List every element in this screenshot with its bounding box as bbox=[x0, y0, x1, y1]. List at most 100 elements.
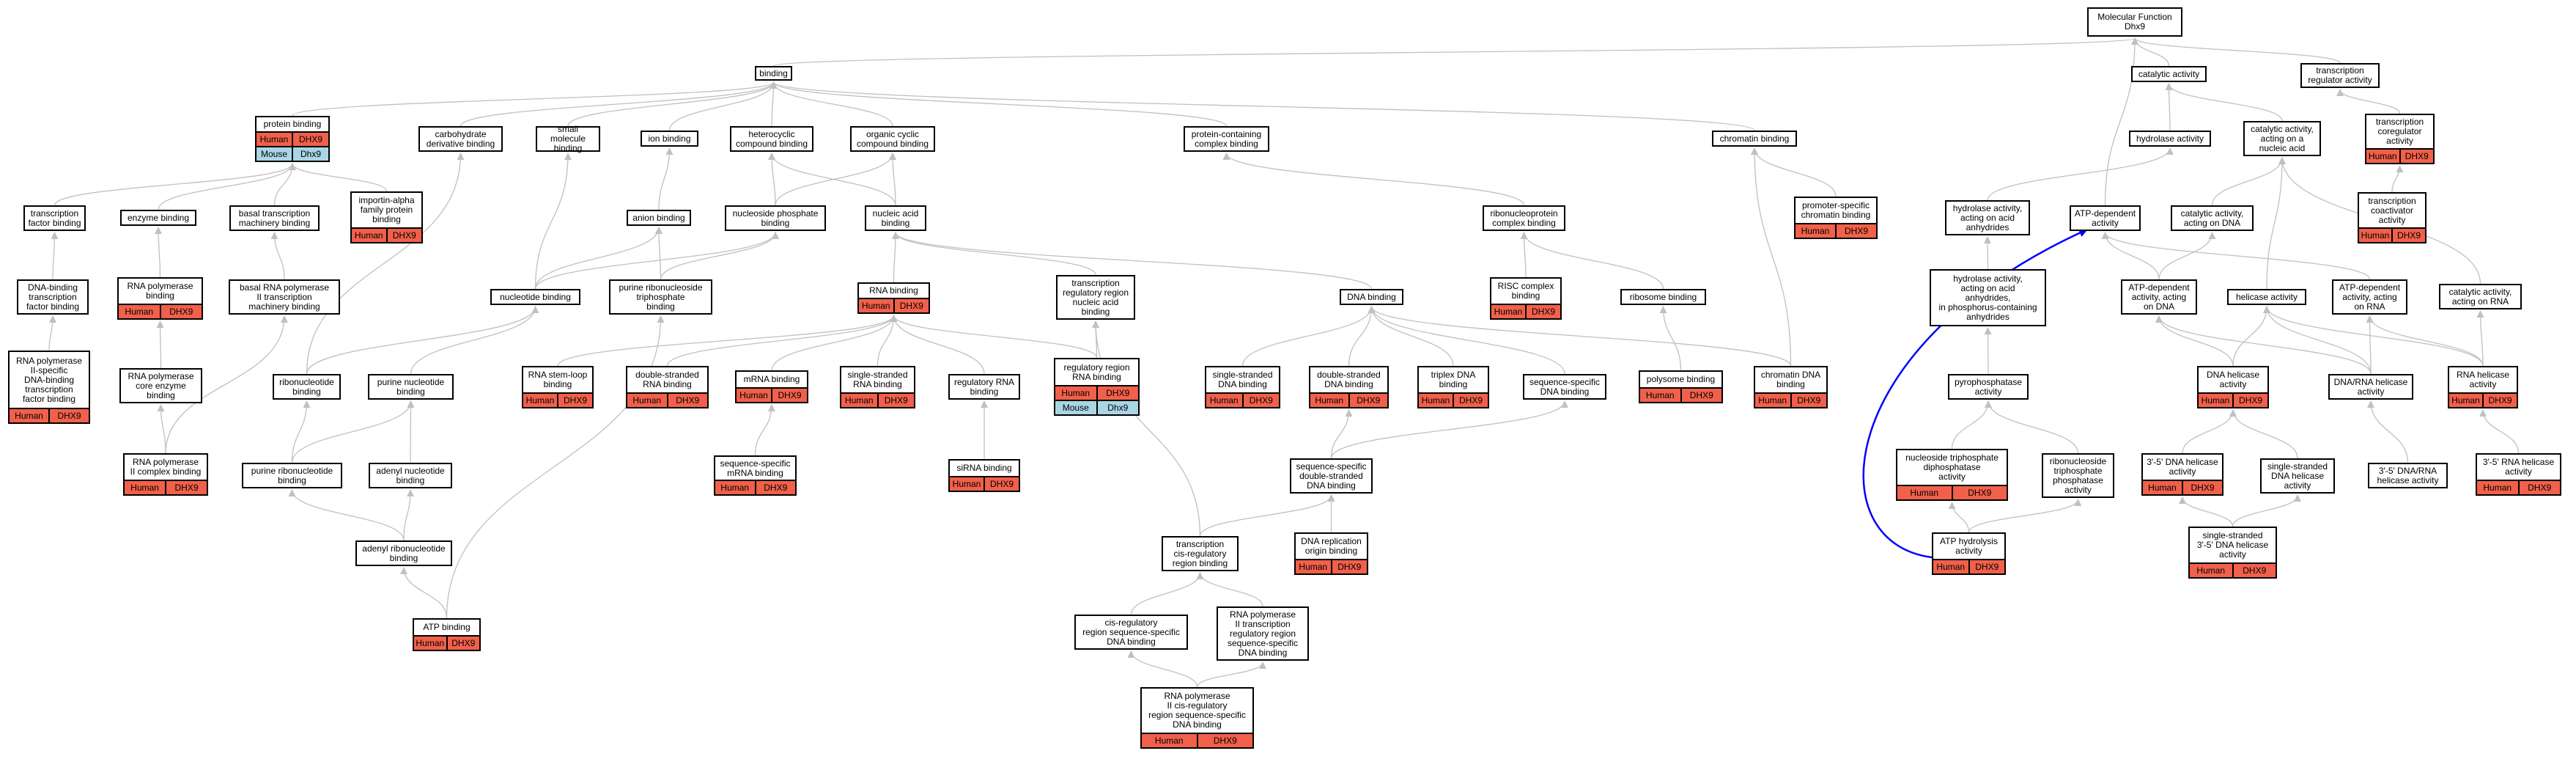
term-node-heterocyclic-compound-binding[interactable]: heterocyclic compound binding bbox=[730, 126, 813, 152]
term-node-catalytic-activity-on-rna[interactable]: catalytic activity, acting on RNA bbox=[2439, 284, 2522, 309]
term-node-transcription-factor-binding[interactable]: transcription factor binding bbox=[23, 205, 86, 231]
term-node-single-stranded-dna-helicase-activity[interactable]: single-stranded DNA helicase activity bbox=[2260, 458, 2335, 494]
term-node-protein-containing-complex-binding[interactable]: protein-containing complex binding bbox=[1184, 126, 1269, 152]
term-node-regulatory-rna-binding[interactable]: regulatory RNA binding bbox=[948, 374, 1020, 400]
term-node-rna-pol-ii-cis-regulatory-region-ssdna-binding[interactable]: RNA polymerase II cis-regulatory region … bbox=[1140, 687, 1254, 749]
term-node-purine-ribonucleotide-binding[interactable]: purine ribonucleotide binding bbox=[242, 463, 342, 488]
term-node-carbohydrate-derivative-binding[interactable]: carbohydrate derivative binding bbox=[418, 126, 503, 152]
edge-nucleotide-binding-to-nucleoside-phosphate-binding bbox=[534, 232, 779, 290]
edge-atp-binding-to-adenyl-ribonucleotide-binding bbox=[400, 567, 448, 619]
term-node-catalytic-activity[interactable]: catalytic activity bbox=[2131, 66, 2207, 82]
term-label: sequence-specific DNA binding bbox=[1529, 376, 1601, 397]
term-node-adenyl-nucleotide-binding[interactable]: adenyl nucleotide binding bbox=[369, 463, 452, 488]
gene-cell: DHX9 bbox=[159, 305, 202, 318]
term-node-ion-binding[interactable]: ion binding bbox=[641, 131, 698, 147]
term-label: catalytic activity, acting on DNA bbox=[2180, 208, 2244, 228]
term-node-organic-cyclic-compound-binding[interactable]: organic cyclic compound binding bbox=[850, 126, 935, 152]
term-node-catalytic-activity-on-dna[interactable]: catalytic activity, acting on DNA bbox=[2171, 205, 2254, 231]
term-node-purine-nucleotide-binding[interactable]: purine nucleotide binding bbox=[368, 374, 454, 400]
term-node-dna-binding-tf-binding[interactable]: DNA-binding transcription factor binding bbox=[17, 279, 89, 315]
term-node-hydrolase-activity-phosphorus-anhydrides[interactable]: hydrolase activity, acting on acid anhyd… bbox=[1930, 269, 2046, 326]
term-label: single-stranded DNA binding bbox=[1212, 370, 1273, 389]
term-node-enzyme-binding[interactable]: enzyme binding bbox=[120, 210, 196, 226]
term-node-atp-dependent-activity[interactable]: ATP-dependent activity bbox=[2070, 205, 2141, 231]
term-node-adenyl-ribonucleotide-binding[interactable]: adenyl ribonucleotide binding bbox=[355, 540, 452, 566]
edge-atp-dependent-activity-to-mf-root bbox=[2104, 37, 2138, 206]
term-node-atp-dependent-activity-on-dna[interactable]: ATP-dependent activity, acting on DNA bbox=[2121, 279, 2197, 315]
term-node-transcription-regulatory-region-nucleic-acid-binding[interactable]: transcription regulatory region nucleic … bbox=[1056, 275, 1135, 320]
term-node-transcription-cis-regulatory-region-binding[interactable]: transcription cis-regulatory region bind… bbox=[1162, 536, 1239, 571]
term-node-atp-dependent-activity-on-rna[interactable]: ATP-dependent activity, acting on RNA bbox=[2332, 279, 2407, 315]
term-node-purine-ribonucleoside-triphosphate-binding[interactable]: purine ribonucleoside triphosphate bindi… bbox=[609, 279, 712, 315]
term-label: DNA/RNA helicase activity bbox=[2333, 376, 2408, 397]
term-node-pyrophosphatase-activity[interactable]: pyrophosphatase activity bbox=[1948, 374, 2029, 400]
term-node-rna-pol-ii-specific-dna-binding-tf-binding[interactable]: RNA polymerase II-specific DNA-binding t… bbox=[8, 351, 90, 424]
term-node-basal-rna-pol-ii-tmb[interactable]: basal RNA polymerase II transcription ma… bbox=[229, 279, 340, 315]
term-node-dna-binding[interactable]: DNA binding bbox=[1340, 289, 1403, 305]
term-node-nucleotide-binding[interactable]: nucleotide binding bbox=[490, 289, 580, 305]
term-label: hydrolase activity, acting on acid anhyd… bbox=[1938, 273, 2037, 322]
term-node-nucleic-acid-binding[interactable]: nucleic acid binding bbox=[865, 205, 926, 231]
term-node-binding[interactable]: binding bbox=[755, 66, 792, 81]
term-node-ribonucleotide-binding[interactable]: ribonucleotide binding bbox=[273, 374, 341, 400]
term-node-mf-root[interactable]: Molecular Function Dhx9 bbox=[2087, 7, 2182, 37]
term-node-nucleoside-triphosphate-diphosphatase-activity[interactable]: nucleoside triphosphate diphosphatase ac… bbox=[1896, 449, 2008, 501]
term-node-three-five-dna-rna-helicase-activity[interactable]: 3'-5' DNA/RNA helicase activity bbox=[2368, 463, 2448, 488]
term-node-ribonucleoprotein-complex-binding[interactable]: ribonucleoprotein complex binding bbox=[1483, 205, 1565, 231]
term-label: purine nucleotide binding bbox=[377, 376, 445, 397]
edge-rna-polymerase-core-enzyme-binding-to-rna-polymerase-binding bbox=[156, 320, 164, 369]
term-label: helicase activity bbox=[2235, 291, 2298, 302]
term-node-rna-polymerase-core-enzyme-binding[interactable]: RNA polymerase core enzyme binding bbox=[119, 368, 202, 403]
term-node-nucleoside-phosphate-binding[interactable]: nucleoside phosphate binding bbox=[725, 205, 826, 231]
term-node-transcription-regulator-activity[interactable]: transcription regulator activity bbox=[2300, 63, 2380, 88]
term-node-dna-rna-helicase-activity[interactable]: DNA/RNA helicase activity bbox=[2328, 374, 2413, 400]
term-node-small-molecule-binding[interactable]: small molecule binding bbox=[536, 125, 600, 153]
term-node-rna-pol-ii-transcription-regulatory-region-ssdna-binding[interactable]: RNA polymerase II transcription regulato… bbox=[1217, 606, 1309, 661]
term-label: sequence-specific double-stranded DNA bi… bbox=[1296, 461, 1367, 491]
term-node-single-stranded-3-5-dna-helicase-activity[interactable]: single-stranded 3'-5' DNA helicase activ… bbox=[2188, 527, 2277, 579]
term-node-anion-binding[interactable]: anion binding bbox=[627, 210, 691, 226]
edge-rna-helicase-activity-to-catalytic-activity-on-rna bbox=[2476, 310, 2484, 367]
term-node-helicase-activity[interactable]: helicase activity bbox=[2227, 289, 2306, 305]
term-node-catalytic-activity-on-nucleic-acid[interactable]: catalytic activity, acting on a nucleic … bbox=[2243, 121, 2321, 156]
edge-protein-binding-to-binding bbox=[292, 81, 778, 117]
term-node-chromatin-binding[interactable]: chromatin binding bbox=[1712, 131, 1797, 147]
term-node-hydrolase-activity-on-acid-anhydrides[interactable]: hydrolase activity, acting on acid anhyd… bbox=[1945, 200, 2030, 235]
term-label: RNA polymerase II complex binding bbox=[130, 457, 202, 477]
term-node-sequence-specific-dna-binding[interactable]: sequence-specific DNA binding bbox=[1523, 374, 1606, 400]
term-node-ribonucleoside-triphosphate-phosphatase-activity[interactable]: ribonucleoside triphosphate phosphatase … bbox=[2042, 453, 2114, 498]
term-node-ribosome-binding[interactable]: ribosome binding bbox=[1620, 289, 1706, 305]
term-node-hydrolase-activity[interactable]: hydrolase activity bbox=[2129, 131, 2211, 147]
term-node-cis-regulatory-region-sequence-specific-dna-binding[interactable]: cis-regulatory region sequence-specific … bbox=[1074, 615, 1188, 650]
term-node-sequence-specific-dsdna-binding[interactable]: sequence-specific double-stranded DNA bi… bbox=[1290, 458, 1373, 494]
term-node-basal-transcription-machinery-binding[interactable]: basal transcription machinery binding bbox=[229, 205, 320, 231]
